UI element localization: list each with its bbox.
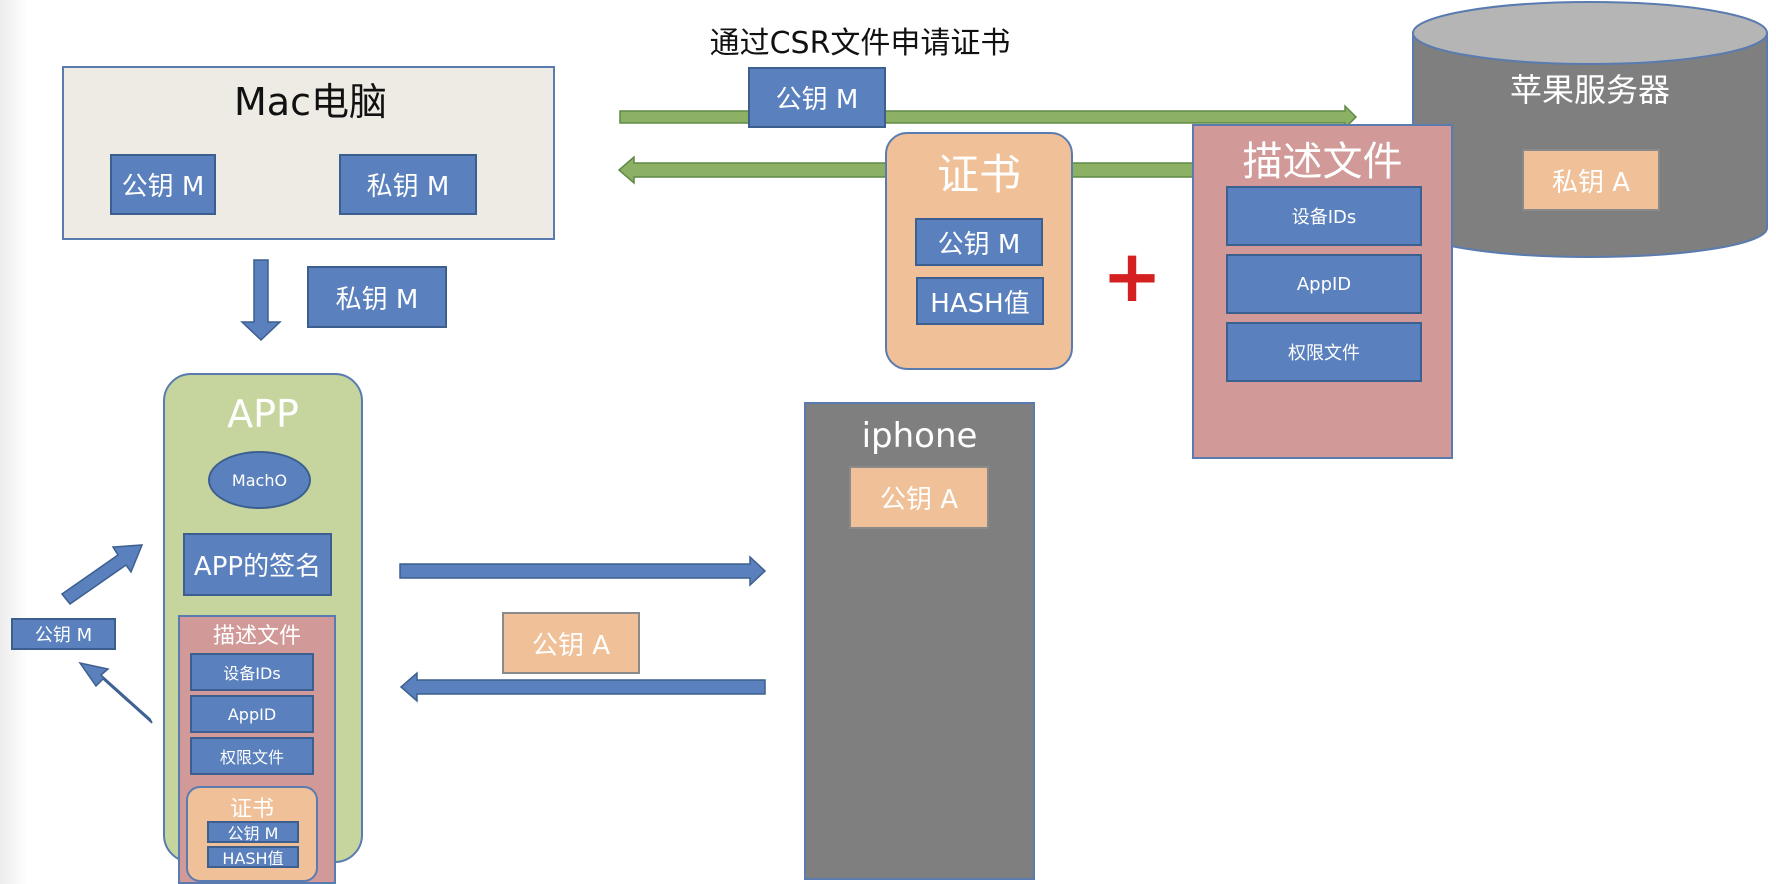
app-certificate-hash: HASH值 (207, 846, 299, 868)
plus-sign: + (1101, 234, 1163, 318)
app-profile-title: 描述文件 (212, 624, 301, 649)
private-key-transfer-label: 私钥 M (307, 266, 447, 328)
iphone-public-key: 公钥 A (849, 466, 989, 529)
app-certificate-public-key: 公钥 M (207, 821, 299, 843)
mac-computer-box: Mac电脑 公钥 M 私钥 M (62, 66, 555, 240)
profile-item-entitlements: 权限文件 (1226, 322, 1422, 382)
app-profile-item-entitlements: 权限文件 (190, 737, 314, 775)
app-certificate-box: 证书 公钥 M HASH值 (186, 786, 318, 882)
profile-item-device-ids: 设备IDs (1226, 186, 1422, 246)
certificate-public-key: 公钥 M (915, 218, 1043, 266)
mac-public-key: 公钥 M (110, 154, 216, 215)
csr-public-key-label: 公钥 M (748, 67, 886, 128)
certificate-hash: HASH值 (916, 277, 1044, 325)
mac-private-key: 私钥 M (339, 154, 477, 215)
iphone-device: iphone 公钥 A (804, 402, 1035, 880)
apple-server-cylinder (1412, 1, 1768, 258)
app-signature: APP的签名 (183, 533, 332, 596)
macho-ellipse: MachO (208, 451, 311, 509)
iphone-to-app-arrow (399, 671, 766, 703)
mac-to-app-arrow (240, 259, 282, 342)
side-up-arrow (60, 544, 144, 606)
profile-box: 描述文件 设备IDs AppID 权限文件 (1192, 124, 1453, 459)
mac-title: Mac电脑 (234, 79, 387, 124)
app-title: APP (227, 392, 299, 436)
side-public-key: 公钥 M (11, 618, 116, 650)
apple-server-title: 苹果服务器 (1509, 71, 1670, 109)
certificate-box: 证书 公钥 M HASH值 (885, 132, 1073, 370)
app-to-side-key-arrow (78, 661, 153, 724)
profile-title: 描述文件 (1242, 139, 1403, 185)
app-profile-item-device-ids: 设备IDs (190, 653, 314, 691)
app-profile-item-appid: AppID (190, 695, 314, 733)
csr-caption: 通过CSR文件申请证书 (709, 26, 1011, 61)
app-to-iphone-arrow (399, 555, 767, 587)
apple-private-key: 私钥 A (1522, 149, 1660, 211)
app-certificate-title: 证书 (229, 797, 274, 822)
certificate-title: 证书 (936, 149, 1021, 199)
profile-item-appid: AppID (1226, 254, 1422, 314)
left-edge-shadow (0, 0, 28, 884)
public-key-a-transfer: 公钥 A (502, 612, 640, 674)
iphone-title: iphone (861, 416, 978, 456)
